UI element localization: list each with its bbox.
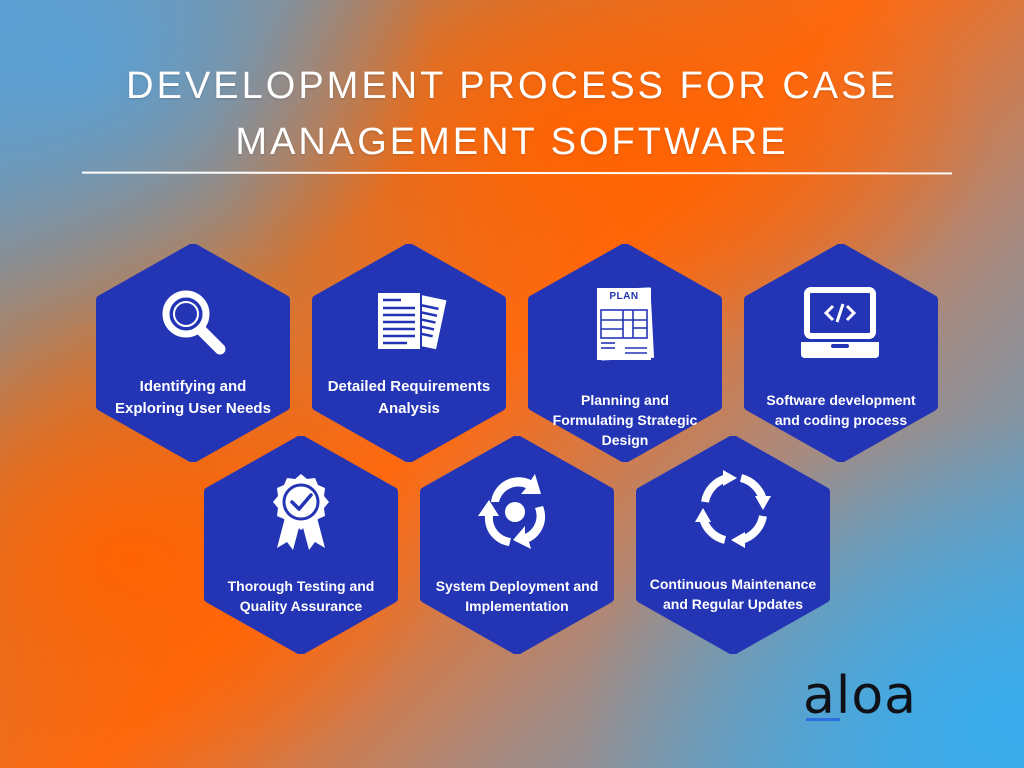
hexagon-shape	[636, 436, 830, 654]
cycle-arrows-icon	[478, 474, 546, 549]
step-7-maintenance: Continuous Maintenance and Regular Updat…	[635, 436, 831, 654]
documents-icon	[376, 291, 447, 351]
title-line-1: DEVELOPMENT PROCESS FOR CASE	[126, 65, 898, 107]
step-3-planning-design: PLAN Planning and Formulating Strategic …	[527, 244, 723, 462]
title-divider	[81, 171, 953, 175]
magnifier-icon	[162, 290, 226, 355]
step-6-label: System Deployment and Implementation	[435, 578, 599, 614]
step-5-label: Thorough Testing and Quality Assurance	[227, 578, 375, 614]
step-6-deployment: System Deployment and Implementation	[419, 436, 615, 654]
laptop-code-icon	[801, 287, 879, 358]
step-7-label: Continuous Maintenance and Regular Updat…	[649, 576, 817, 612]
step-2-requirements-analysis: Detailed Requirements Analysis	[311, 244, 507, 462]
step-1-identifying-user-needs: Identifying and Exploring User Needs	[95, 244, 291, 462]
hexagon-shape	[204, 436, 398, 654]
step-4-software-development: Software development and coding process	[743, 244, 939, 462]
logo-underline	[806, 718, 840, 721]
page-title: DEVELOPMENT PROCESS FOR CASE MANAGEMENT …	[0, 58, 1024, 170]
step-1-label: Identifying and Exploring User Needs	[115, 378, 271, 417]
award-ribbon-icon	[273, 474, 329, 550]
step-3-label: Planning and Formulating Strategic Desig…	[552, 392, 698, 448]
step-5-testing-quality: Thorough Testing and Quality Assurance	[203, 436, 399, 654]
hexagon-shape	[420, 436, 614, 654]
aloa-logo: aloa	[803, 666, 917, 726]
step-2-label: Detailed Requirements Analysis	[327, 378, 491, 417]
hexagon-shape	[312, 244, 506, 462]
refresh-circle-icon	[695, 470, 771, 548]
hexagon-shape	[96, 244, 290, 462]
plan-icon-text: PLAN	[609, 291, 639, 302]
title-line-2: MANAGEMENT SOFTWARE	[235, 121, 789, 163]
step-4-label: Software development and coding process	[766, 392, 916, 428]
plan-blueprint-icon	[596, 285, 656, 363]
